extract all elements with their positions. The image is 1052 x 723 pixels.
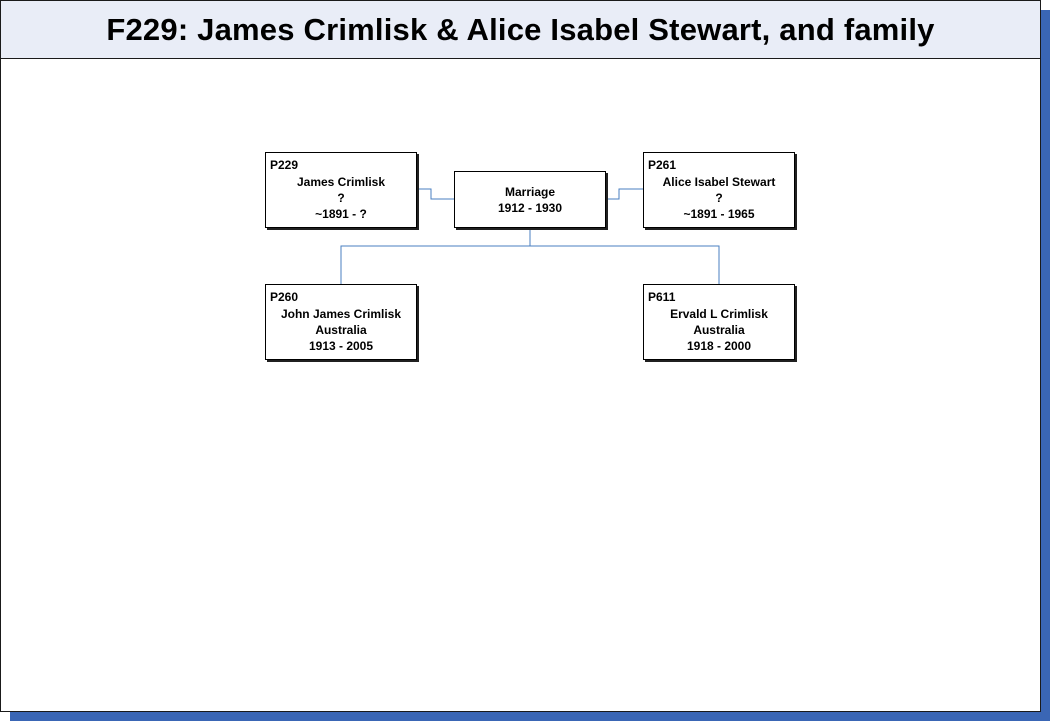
person-box-child[interactable]: P260 John James Crimlisk Australia 1913 …: [265, 284, 417, 360]
person-id: P260: [270, 290, 299, 304]
person-id: P261: [648, 158, 677, 172]
page-title: F229: James Crimlisk & Alice Isabel Stew…: [106, 11, 935, 47]
person-place: Australia: [315, 323, 367, 337]
person-place: Australia: [693, 323, 745, 337]
person-name: Alice Isabel Stewart: [662, 175, 776, 189]
person-name: John James Crimlisk: [280, 307, 402, 321]
person-box-child[interactable]: P611 Ervald L Crimlisk Australia 1918 - …: [643, 284, 795, 360]
person-dates: 1913 - 2005: [308, 339, 374, 353]
person-place: ?: [715, 191, 723, 205]
marriage-box[interactable]: Marriage 1912 - 1930: [454, 171, 606, 228]
person-name: James Crimlisk: [296, 175, 386, 189]
person-box-mother[interactable]: P261 Alice Isabel Stewart ? ~1891 - 1965: [643, 152, 795, 228]
marriage-dates: 1912 - 1930: [497, 200, 563, 215]
person-box-father[interactable]: P229 James Crimlisk ? ~1891 - ?: [265, 152, 417, 228]
person-id: P611: [648, 290, 676, 304]
title-bar: F229: James Crimlisk & Alice Isabel Stew…: [1, 1, 1040, 59]
person-id: P229: [270, 158, 299, 172]
person-dates: ~1891 - ?: [315, 207, 367, 221]
person-dates: 1918 - 2000: [686, 339, 752, 353]
marriage-label: Marriage: [504, 184, 556, 199]
chart-page: F229: James Crimlisk & Alice Isabel Stew…: [0, 0, 1041, 712]
person-name: Ervald L Crimlisk: [670, 307, 768, 321]
person-dates: ~1891 - 1965: [683, 207, 755, 221]
person-place: ?: [337, 191, 345, 205]
